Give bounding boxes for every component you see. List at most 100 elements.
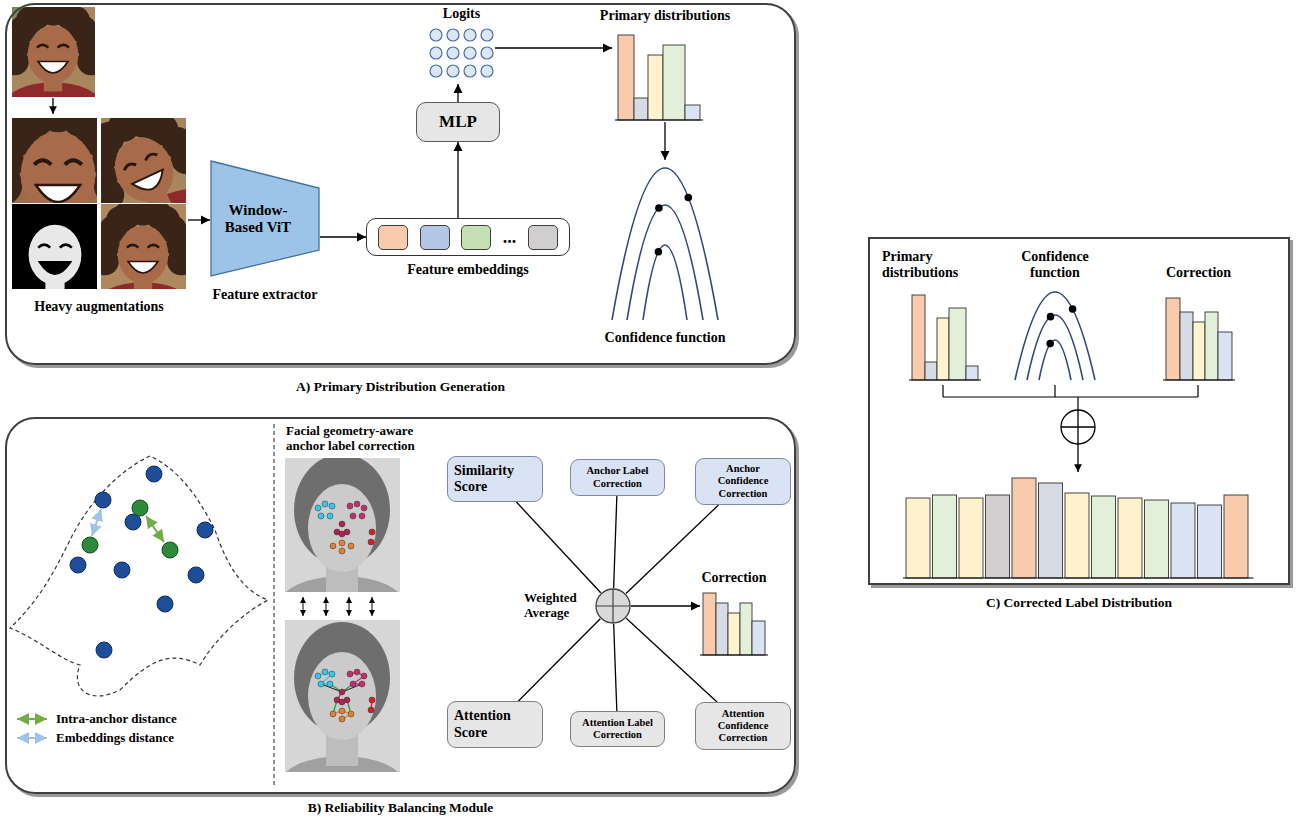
eye — [60, 245, 72, 248]
bar-chart: Primary distributions — [908, 285, 978, 382]
embedding-point — [197, 522, 213, 538]
sum-symbol — [612, 589, 613, 623]
face-figure — [12, 204, 97, 289]
landmark-point — [361, 673, 367, 679]
connector — [614, 496, 617, 588]
chart-label: Correction — [701, 570, 766, 586]
bracket-line — [1054, 385, 1055, 397]
confidence-curve — [1015, 292, 1095, 380]
legend-item: Embeddings distance — [14, 728, 177, 747]
embedding-space — [10, 456, 268, 696]
logit-dot — [430, 29, 442, 41]
embedding-token — [461, 225, 491, 250]
legend-arrow — [17, 718, 47, 720]
bar — [1145, 500, 1169, 578]
hair-curl — [80, 248, 97, 277]
landmark-point — [339, 521, 345, 527]
landmark-point — [368, 539, 374, 545]
landmark-point — [339, 708, 345, 714]
bar-chart: Correction — [1162, 285, 1235, 382]
distance-arrow — [92, 509, 101, 536]
panel-caption: C) Corrected Label Distribution — [986, 595, 1172, 611]
smile — [39, 262, 70, 274]
circle-label: Weighted Average — [524, 591, 586, 621]
extractor-block: Window-Based ViTFeature extractor — [210, 160, 320, 277]
plot-label: Confidence function — [1009, 249, 1101, 281]
face — [21, 132, 96, 203]
hair-curl — [167, 248, 186, 276]
bracket-line — [1077, 397, 1078, 410]
legend-arrow — [17, 737, 47, 739]
logit-dot — [464, 47, 476, 59]
confidence-point — [655, 204, 663, 212]
group-label: Heavy augmentations — [34, 299, 164, 315]
embedding-point — [188, 567, 204, 583]
eye — [65, 160, 82, 164]
connector — [457, 84, 458, 102]
hair-curl — [12, 248, 30, 277]
face — [105, 128, 184, 203]
bar — [966, 366, 978, 380]
panel-caption: B) Reliability Balancing Module — [308, 800, 494, 816]
ellipsis: ... — [503, 228, 517, 246]
score-box: Similarity Score — [447, 456, 543, 502]
logit-dot — [464, 65, 476, 77]
logit-grid: Logits — [428, 26, 495, 84]
smile — [36, 185, 80, 202]
bar — [1012, 478, 1036, 578]
bracket-line — [1197, 385, 1198, 397]
box-caption: Feature embeddings — [407, 262, 528, 278]
block-caption: Feature extractor — [212, 287, 317, 303]
face-figure — [12, 118, 97, 203]
connector — [516, 502, 600, 593]
bar — [685, 105, 700, 120]
landmark-point — [368, 707, 374, 713]
bar — [752, 621, 765, 655]
anchor-point — [162, 542, 178, 558]
connector — [457, 142, 458, 218]
landmark-point — [327, 513, 333, 519]
module-panel: Heavy augmentations Window-Based ViTFeatu… — [5, 3, 796, 365]
bar — [937, 318, 949, 380]
logit-dot — [481, 65, 493, 77]
photo-background — [285, 620, 400, 772]
output-arrow — [1077, 444, 1078, 472]
section-label: Facial geometry-aware anchor label corre… — [286, 424, 436, 454]
bar — [663, 45, 685, 120]
landmark-point — [348, 543, 354, 549]
correction-box: Anchor Confidence Correction — [695, 458, 791, 505]
axis-line — [903, 578, 1254, 579]
landmark-point — [330, 711, 336, 717]
correction-box: Attention Label Correction — [570, 711, 665, 747]
eye — [144, 152, 157, 160]
bar — [740, 603, 752, 655]
embedding-point — [157, 596, 173, 612]
circle-shape — [595, 588, 631, 624]
bar — [1118, 498, 1142, 578]
hair-curl — [62, 7, 90, 34]
bar — [925, 362, 937, 380]
anchor-point — [132, 500, 148, 516]
legend-text: Intra-anchor distance — [56, 711, 177, 727]
curve-plot: Confidence function — [608, 160, 722, 322]
landmark-point — [339, 689, 345, 695]
match-arrow — [326, 597, 327, 616]
trapezoid — [211, 161, 319, 276]
embedding-point — [146, 466, 162, 482]
connector — [626, 618, 717, 702]
embedding-token — [420, 225, 450, 250]
hair-curl — [101, 248, 119, 276]
separator-line — [273, 424, 274, 788]
embedding-point — [125, 514, 141, 530]
hair-curl — [106, 206, 134, 234]
plot-label: Confidence function — [605, 330, 726, 346]
landmark-point — [318, 681, 324, 687]
smile — [132, 170, 168, 196]
landmark-point — [339, 540, 345, 546]
bar — [1205, 312, 1218, 380]
bar-chart: Primary distributions — [612, 28, 718, 122]
embedding-token — [378, 225, 408, 250]
embedding-point — [70, 557, 86, 573]
logit-dot — [447, 47, 459, 59]
